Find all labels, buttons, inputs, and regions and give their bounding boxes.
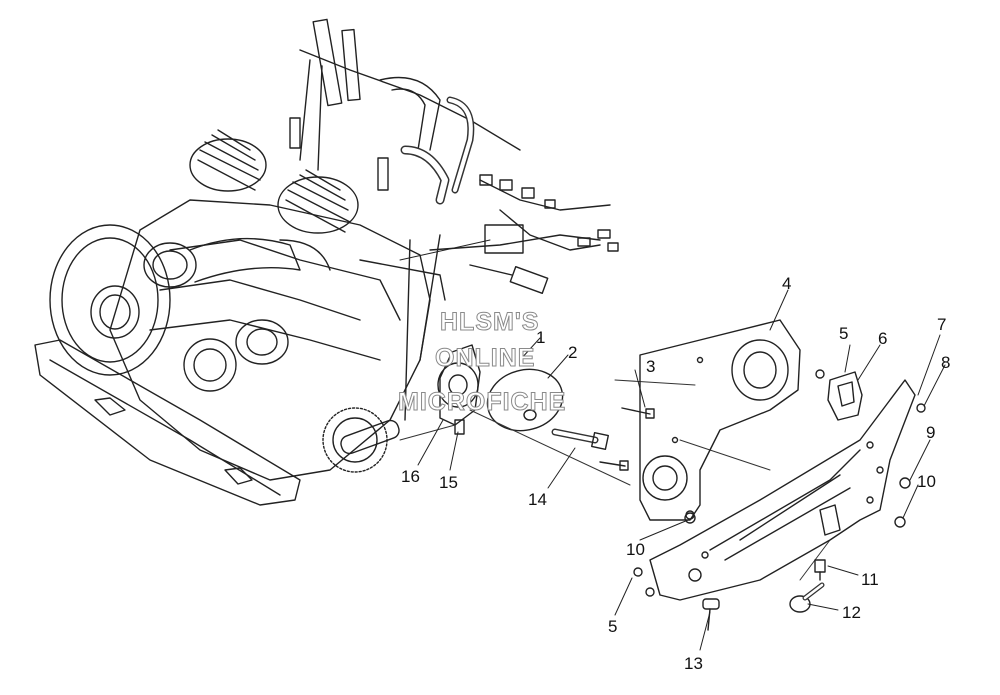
sensor-bracket-part6 bbox=[827, 371, 863, 421]
hardware-fasteners bbox=[684, 403, 926, 631]
leader-lines bbox=[417, 289, 946, 651]
callout-16: 16 bbox=[401, 467, 420, 486]
callout-9: 9 bbox=[926, 423, 935, 442]
watermark-line-1: HLSM'S bbox=[439, 308, 540, 337]
callout-4: 4 bbox=[782, 274, 791, 293]
frame-bracket-part7 bbox=[649, 379, 916, 601]
callout-5-bottom: 5 bbox=[608, 617, 617, 636]
screw-part3 bbox=[599, 407, 655, 471]
callout-13: 13 bbox=[684, 654, 703, 673]
spacer-disc-part2 bbox=[486, 368, 564, 432]
stud-part15 bbox=[454, 419, 465, 435]
callout-14: 14 bbox=[528, 490, 547, 509]
callout-7: 7 bbox=[937, 315, 946, 334]
callout-labels: 1 2 3 4 5 5 6 7 8 9 10 10 11 12 13 14 15… bbox=[401, 274, 950, 673]
callout-15: 15 bbox=[439, 473, 458, 492]
callout-5-top: 5 bbox=[839, 324, 848, 343]
explode-lines bbox=[399, 379, 831, 581]
engine-assembly bbox=[34, 18, 619, 506]
watermark-line-2: ONLINE bbox=[434, 344, 536, 373]
callout-1: 1 bbox=[536, 328, 545, 347]
callout-12: 12 bbox=[842, 603, 861, 622]
callout-6: 6 bbox=[878, 329, 887, 348]
watermark-line-3: MICROFICHE bbox=[397, 388, 567, 417]
callout-2: 2 bbox=[568, 343, 577, 362]
nut-part5 bbox=[633, 369, 825, 597]
callout-8: 8 bbox=[941, 353, 950, 372]
callout-10-left: 10 bbox=[626, 540, 645, 559]
callout-11: 11 bbox=[861, 570, 879, 589]
bolt-part14 bbox=[551, 428, 610, 451]
callout-3: 3 bbox=[646, 357, 655, 376]
callout-10-right: 10 bbox=[917, 472, 936, 491]
bearing-flange-part16 bbox=[437, 344, 481, 426]
